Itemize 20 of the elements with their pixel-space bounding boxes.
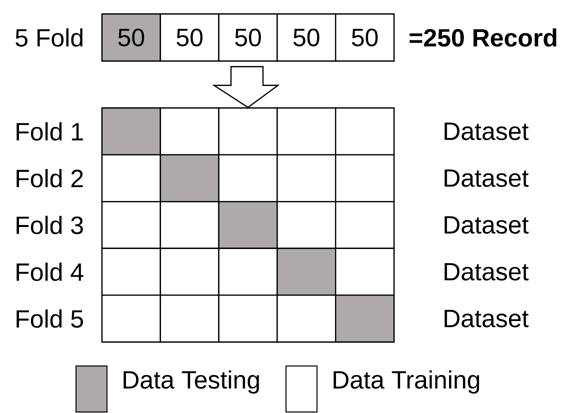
- side-label: Fold 3: [16, 216, 83, 234]
- fold-row: [101, 294, 395, 343]
- side-label: Dataset: [444, 169, 529, 187]
- fold-row: [101, 248, 395, 296]
- block-arrow: [212, 66, 280, 108]
- total-label: =250 Record: [410, 28, 556, 47]
- side-label: Fold 4: [16, 262, 84, 281]
- fold-row: [101, 107, 395, 156]
- fold-row: [101, 154, 395, 202]
- legend-label: Data Training: [334, 370, 480, 394]
- side-label: Dataset: [444, 310, 529, 328]
- side-label: Fold 5: [16, 309, 84, 328]
- side-label: Dataset: [444, 122, 529, 140]
- legend-label: Data Testing: [124, 370, 259, 394]
- side-label: Dataset: [444, 216, 529, 234]
- fold-row: [101, 201, 395, 249]
- side-label: Fold 1: [16, 122, 83, 141]
- side-label: 5 Fold: [16, 28, 82, 47]
- side-label: Fold 2: [16, 169, 83, 188]
- side-label: Dataset: [444, 263, 529, 281]
